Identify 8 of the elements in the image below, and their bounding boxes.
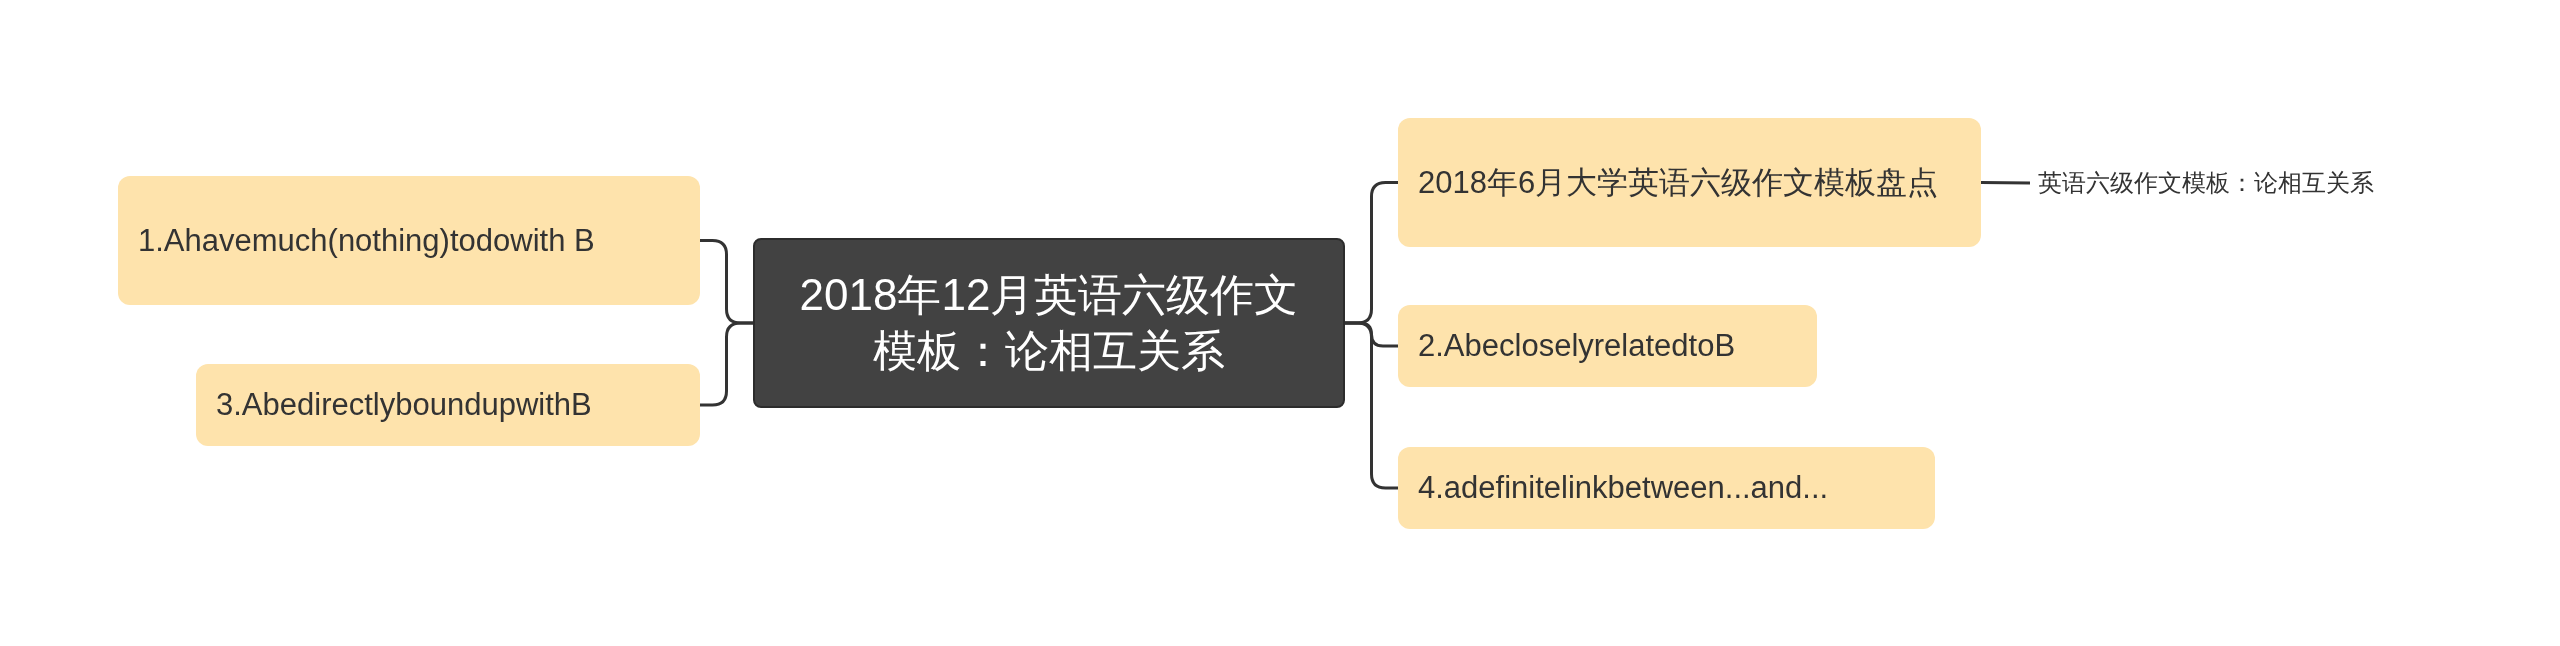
central-topic-box: 2018年12月英语六级作文模板：论相互关系 — [753, 238, 1345, 408]
topic-box: 2018年6月大学英语六级作文模板盘点 — [1398, 118, 1981, 247]
topic-box: 4.adefinitelinkbetween...and... — [1398, 447, 1935, 529]
topic-box: 2.AbecloselyrelatedtoB — [1398, 305, 1817, 387]
topic-box: 1.Ahavemuch(nothing)todowith B — [118, 176, 700, 305]
subtopic-text: 英语六级作文模板：论相互关系 — [2030, 160, 2450, 206]
connector-line — [1981, 181, 2030, 185]
topic-box: 3.AbedirectlyboundupwithB — [196, 364, 700, 446]
